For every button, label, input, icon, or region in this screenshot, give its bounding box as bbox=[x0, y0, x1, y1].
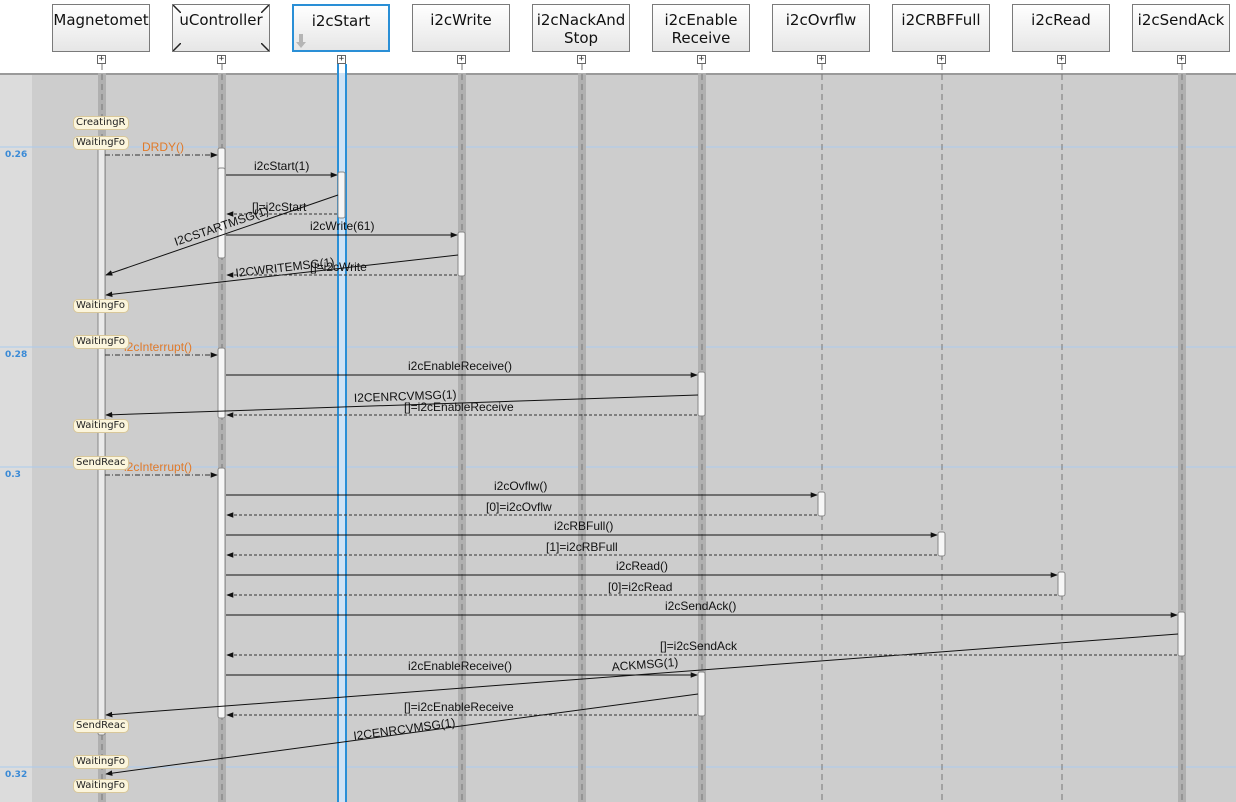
message-label: []=i2cSendAck bbox=[660, 639, 738, 653]
message-arrow[interactable] bbox=[105, 394, 699, 418]
lifeline-label: i2cRead bbox=[1031, 11, 1091, 29]
expand-toggle-icon[interactable]: + bbox=[217, 54, 226, 64]
expand-toggle-icon[interactable]: + bbox=[97, 54, 106, 64]
message-label: I2CENRCVMSG(1) bbox=[353, 715, 457, 743]
message-label: [0]=i2cRead bbox=[608, 580, 672, 594]
activation-bar bbox=[337, 171, 346, 219]
lifeline-label: i2cOvrflw bbox=[785, 11, 857, 29]
message-label: i2cOvflw() bbox=[494, 479, 547, 493]
message-label: []=i2cWrite bbox=[310, 260, 367, 274]
lifeline-label: Magnetomet bbox=[53, 11, 149, 29]
message-label: I2CENRCVMSG(1) bbox=[354, 387, 457, 405]
lifeline-i2cread[interactable]: i2cRead bbox=[1012, 4, 1110, 52]
message-label: i2cEnableReceive() bbox=[408, 659, 512, 673]
lifeline-i2crbffull[interactable]: i2CRBFFull bbox=[892, 4, 990, 52]
activation-bar bbox=[697, 671, 706, 717]
down-arrow-icon bbox=[296, 34, 306, 48]
lifeline-i2cwrite[interactable]: i2cWrite bbox=[412, 4, 510, 52]
state-tag[interactable]: WaitingFo bbox=[73, 335, 129, 349]
message-label: i2cRead() bbox=[616, 559, 668, 573]
message-label: [0]=i2cOvflw bbox=[486, 500, 552, 514]
lifeline-i2cstart[interactable]: i2cStart bbox=[292, 4, 390, 52]
corner-mark-icon bbox=[173, 5, 181, 13]
time-mark: 0.26 bbox=[5, 150, 28, 160]
lifeline-i2cnackandstop[interactable]: i2cNackAnd Stop bbox=[532, 4, 630, 52]
expand-toggle-icon[interactable]: + bbox=[1177, 54, 1186, 64]
message-label: i2cInterrupt() bbox=[124, 460, 192, 474]
lifeline-label: uController bbox=[179, 11, 263, 29]
lifeline-track-selected bbox=[337, 73, 347, 802]
expand-toggle-icon[interactable]: + bbox=[697, 54, 706, 64]
activation-bar bbox=[97, 144, 106, 736]
message-label: i2cWrite(61) bbox=[310, 219, 374, 233]
message-label: ACKMSG(1) bbox=[611, 655, 679, 674]
lifeline-i2csendack[interactable]: i2cSendAck bbox=[1132, 4, 1230, 52]
lifeline-i2cenablereceive[interactable]: i2cEnable Receive bbox=[652, 4, 750, 52]
time-mark: 0.32 bbox=[5, 770, 28, 780]
message-label: DRDY() bbox=[142, 140, 184, 154]
corner-mark-icon bbox=[173, 43, 181, 51]
expand-toggle-icon[interactable]: + bbox=[577, 54, 586, 64]
state-tag[interactable]: WaitingFo bbox=[73, 299, 129, 313]
message-arrow[interactable] bbox=[105, 693, 699, 776]
expand-toggle-icon[interactable]: + bbox=[457, 54, 466, 64]
message-arrow[interactable] bbox=[105, 194, 339, 276]
time-mark: 0.3 bbox=[5, 470, 21, 480]
activation-bar bbox=[217, 347, 226, 419]
activation-bar bbox=[697, 371, 706, 417]
state-tag[interactable]: SendReac bbox=[73, 456, 129, 470]
expand-toggle-icon[interactable]: + bbox=[937, 54, 946, 64]
lifeline-i2covrflw[interactable]: i2cOvrflw bbox=[772, 4, 870, 52]
activation-bars bbox=[97, 144, 1186, 736]
activation-bar bbox=[1177, 611, 1186, 657]
lifeline-label: i2cStart bbox=[311, 12, 371, 30]
activation-bar bbox=[1057, 571, 1066, 597]
lifeline-label: i2cWrite bbox=[430, 11, 492, 29]
corner-mark-icon bbox=[261, 43, 269, 51]
state-tag[interactable]: SendReac bbox=[73, 719, 129, 733]
lifeline-label: i2cNackAnd Stop bbox=[536, 11, 626, 47]
time-gutter bbox=[0, 73, 32, 802]
lifeline-label: i2CRBFFull bbox=[901, 11, 981, 29]
expand-toggle-icon[interactable]: + bbox=[337, 54, 346, 64]
activation-bar bbox=[457, 231, 466, 277]
plot-divider bbox=[0, 73, 1236, 75]
activation-bar bbox=[817, 491, 826, 517]
sequence-plot-area[interactable] bbox=[0, 73, 1236, 802]
lifeline-label: i2cSendAck bbox=[1137, 11, 1225, 29]
activation-bar bbox=[217, 167, 226, 259]
lifeline-magnetometer[interactable]: Magnetomet bbox=[52, 4, 150, 52]
message-label: i2cSendAck() bbox=[665, 599, 736, 613]
time-mark: 0.28 bbox=[5, 350, 28, 360]
messages: DRDY() i2cStart(1) []=i2cStart I2CSTARTM… bbox=[105, 140, 1179, 776]
message-label: [1]=i2cRBFull bbox=[546, 540, 618, 554]
state-tag[interactable]: WaitingFo bbox=[73, 136, 129, 150]
message-label: i2cInterrupt() bbox=[124, 340, 192, 354]
lifeline-ucontroller[interactable]: uController bbox=[172, 4, 270, 52]
corner-mark-icon bbox=[261, 5, 269, 13]
state-tag[interactable]: WaitingFo bbox=[73, 779, 129, 793]
expand-toggle-icon[interactable]: + bbox=[817, 54, 826, 64]
activation-bar bbox=[937, 531, 946, 557]
message-label: i2cRBFull() bbox=[554, 519, 613, 533]
activation-bar bbox=[217, 467, 226, 719]
state-tag[interactable]: CreatingR bbox=[73, 116, 129, 130]
message-label: []=i2cEnableReceive bbox=[404, 400, 514, 414]
state-tag[interactable]: WaitingFo bbox=[73, 755, 129, 769]
expand-toggle-icon[interactable]: + bbox=[1057, 54, 1066, 64]
message-label: []=i2cEnableReceive bbox=[404, 700, 514, 714]
message-label: i2cEnableReceive() bbox=[408, 359, 512, 373]
lifeline-label: i2cEnable Receive bbox=[664, 11, 738, 47]
lifeline-header: Magnetomet uController i2cStart i2cWrite… bbox=[0, 0, 1236, 73]
message-label: i2cStart(1) bbox=[254, 159, 309, 173]
state-tag[interactable]: WaitingFo bbox=[73, 419, 129, 433]
